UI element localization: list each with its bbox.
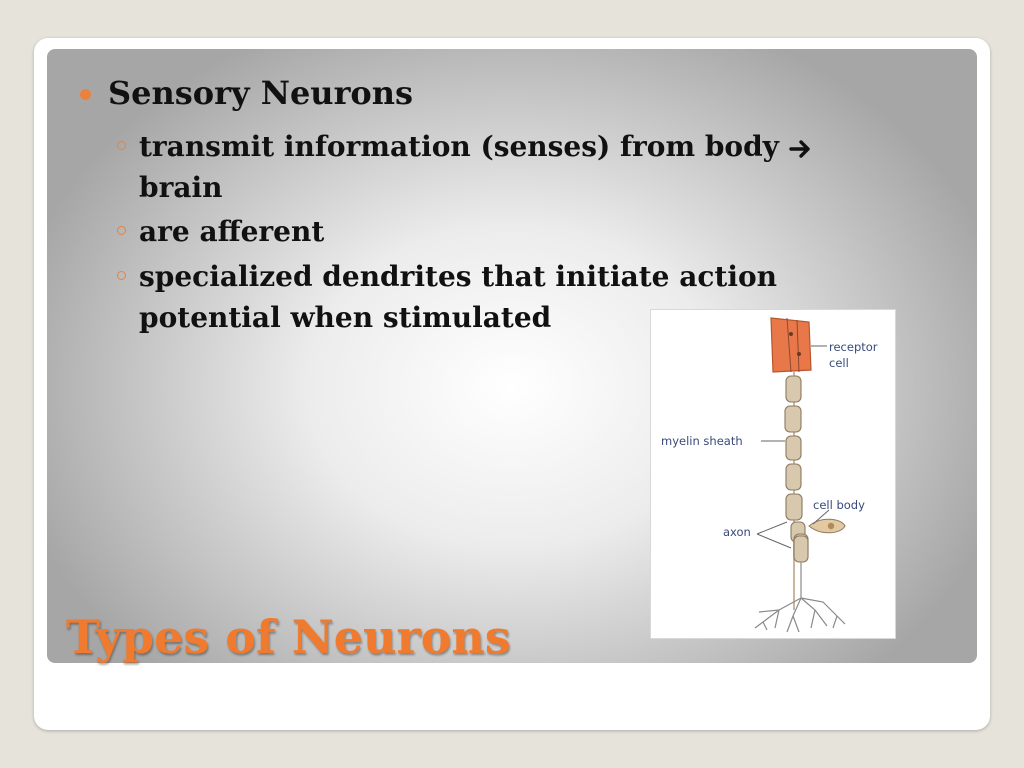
myelin-segments (784, 375, 809, 563)
neuron-illustration: receptor cell myelin sheath cell body ax… (661, 317, 878, 633)
sensory-neuron-diagram: receptor cell myelin sheath cell body ax… (650, 309, 896, 639)
receptor-cell-shape (770, 317, 812, 373)
sub-bullet-ring-icon (117, 141, 126, 150)
sub-bullet-ring-icon (117, 271, 126, 280)
label-myelin-sheath: myelin sheath (661, 434, 743, 448)
sub-bullet-3: specialized dendrites that initiate acti… (117, 256, 899, 338)
right-arrow-icon (789, 139, 810, 158)
sub-bullet-1-text: transmit information (senses) from body (139, 130, 779, 163)
sub-bullet-1: transmit information (senses) from body … (117, 126, 939, 208)
slide-title: Types of Neurons (66, 610, 511, 664)
cell-body-shape (808, 518, 846, 534)
sub-bullet-1-text-cont: brain (139, 171, 223, 204)
label-cell-body: cell body (813, 498, 865, 512)
label-axon: axon (723, 525, 751, 539)
sub-bullet-2: are afferent (117, 211, 939, 252)
bullet-heading: Sensory Neurons (80, 74, 413, 112)
label-receptor: receptor (829, 340, 878, 354)
sub-bullet-ring-icon (117, 226, 126, 235)
label-receptor-cell: cell (829, 356, 849, 370)
bullet-dot-icon (80, 89, 91, 100)
dendrites (754, 562, 846, 633)
